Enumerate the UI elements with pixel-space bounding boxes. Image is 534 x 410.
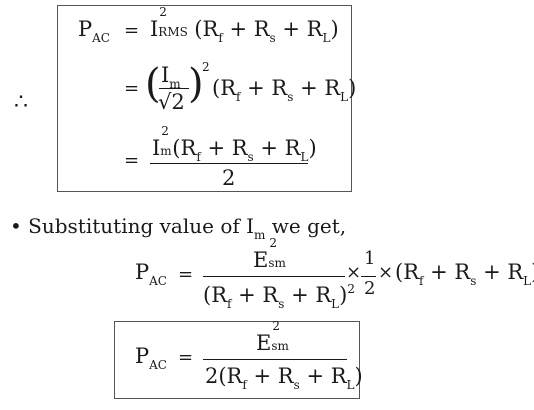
fraction-bar-3 — [203, 276, 345, 277]
frac-num-im: Im — [161, 63, 181, 91]
fraction-bar-4 — [203, 359, 347, 360]
box2-denominator: 2(Rf + Rs + RL) — [205, 364, 363, 392]
fraction-bar-1 — [159, 88, 189, 89]
close-paren-large: ) — [188, 61, 204, 107]
substitution-sentence: • Substituting value of Im we get, — [10, 214, 347, 242]
fraction-bar-half — [361, 276, 376, 277]
therefore-symbol: ∴ — [14, 90, 28, 115]
times-sign-1: × — [346, 262, 362, 283]
times-sign-2: × — [378, 262, 394, 283]
equation-box-1 — [57, 5, 352, 192]
pac-lhs-3: PAC — [135, 344, 167, 372]
equals-1: = — [124, 20, 140, 41]
equals-5: = — [178, 347, 194, 368]
frac-den-2: 2 — [222, 166, 236, 190]
pac-lhs-2: PAC — [135, 260, 167, 288]
eq2-tail: (Rf + Rs + RL) — [395, 260, 534, 288]
half-denominator: 2 — [364, 278, 376, 299]
equals-2: = — [124, 78, 140, 99]
equals-4: = — [178, 264, 194, 285]
resistance-sum-2: (Rf + Rs + RL) — [212, 76, 357, 104]
square-exponent: 2 — [202, 60, 210, 74]
equation-box-2 — [114, 321, 360, 399]
equals-3: = — [124, 150, 140, 171]
frac-den-sqrt2: √2 — [158, 90, 185, 114]
eq2-denominator: (Rf + Rs + RL)2 — [203, 282, 355, 311]
fraction-bar-2 — [150, 163, 308, 164]
open-paren-large: ( — [145, 61, 161, 107]
half-numerator: 1 — [364, 248, 376, 269]
pac-lhs: PAC — [78, 17, 110, 45]
